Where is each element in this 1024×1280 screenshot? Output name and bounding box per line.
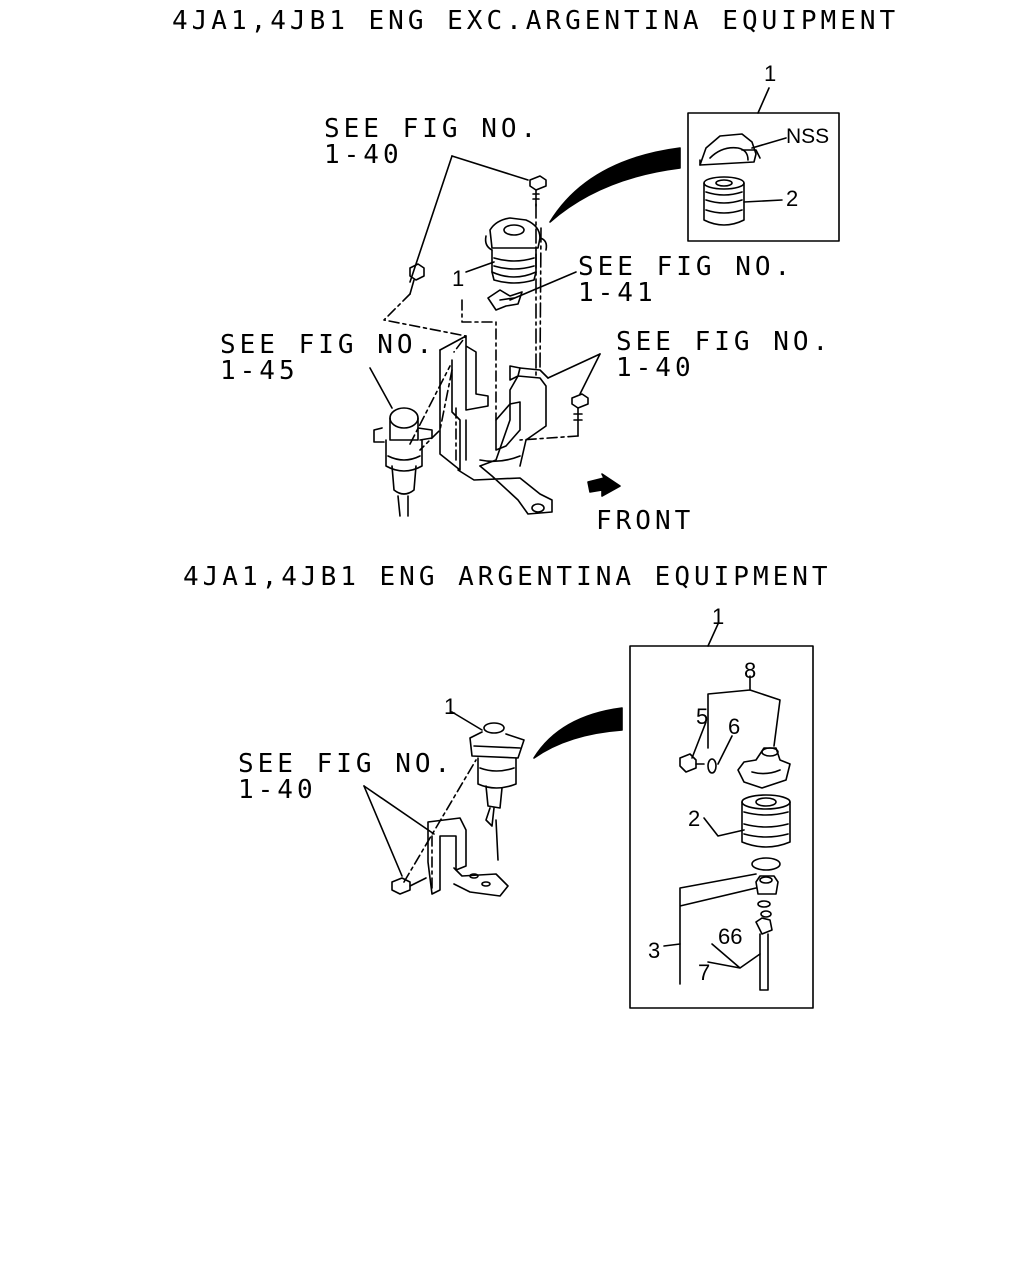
see-fig-leaders [370,156,600,408]
callout-1-inset: 1 [764,61,777,86]
fuel-filter-assembly-icon [466,218,546,283]
front-arrow-icon [588,474,620,496]
callout-nss: NSS [786,125,830,148]
clip-icon [488,272,576,310]
callout-3: 3 [648,938,661,963]
mounting-bracket-icon [440,336,552,514]
inset-box-bottom [630,646,813,1008]
inset-box-top [688,113,839,241]
bolt-bottom-icon [392,878,426,894]
see-fig-1-40-right-label: SEE FIG NO. 1-40 [616,327,833,383]
fuel-filter-assembly-2-icon [452,712,524,860]
bolt-5-icon [680,754,704,772]
bolt-left-icon [410,264,424,294]
callout-6: 6 [728,714,741,739]
callout-1-inset-2: 1 [712,604,725,629]
bolt-top-icon [530,176,546,206]
front-label: FRONT [596,506,695,536]
callout-1-main: 1 [452,266,465,291]
inset-callout-leader [758,88,769,113]
see-fig-leaders-2 [364,786,434,876]
callout-7: 7 [698,960,711,985]
leader-lines [536,204,541,375]
o-ring-icon [752,858,780,870]
filter-element-icon [704,177,782,225]
callout-8-bracket [708,676,780,748]
filter-element-2-icon [704,795,790,847]
washer-6-icon [708,759,716,773]
see-fig-1-40-bottom-label: SEE FIG NO. 1-40 [238,749,455,805]
filter-head-icon [738,748,790,788]
callout-2-filter: 2 [786,186,799,211]
callout-8: 8 [744,658,757,683]
see-fig-1-40-top-label: SEE FIG NO. 1-40 [324,114,541,170]
section-2-title: 4JA1,4JB1 ENG ARGENTINA EQUIPMENT [183,562,832,592]
inset-callout-leader-2 [708,624,718,646]
bolt-right-icon [520,394,588,440]
bolt-left-leader [384,294,466,352]
mounting-bracket-2-icon [428,818,508,896]
callout-66: 66 [718,924,743,949]
nss-filter-head-icon [700,134,786,165]
detail-arrow-icon [550,148,680,222]
section-1-title: 4JA1,4JB1 ENG EXC.ARGENTINA EQUIPMENT [172,6,900,36]
callout-3-bracket [680,874,756,984]
see-fig-1-41-label: SEE FIG NO. 1-41 [578,252,795,308]
sedimenter-icon [374,366,450,516]
callout-2-element: 2 [688,806,701,831]
detail-arrow-icon-2 [534,708,622,758]
see-fig-1-45-label: SEE FIG NO. 1-45 [220,330,437,386]
dash-leaders-2 [404,760,476,890]
water-sensor-icon [756,876,778,990]
callout-7-bracket [708,944,760,968]
bracket-dashed-outline [420,300,496,450]
